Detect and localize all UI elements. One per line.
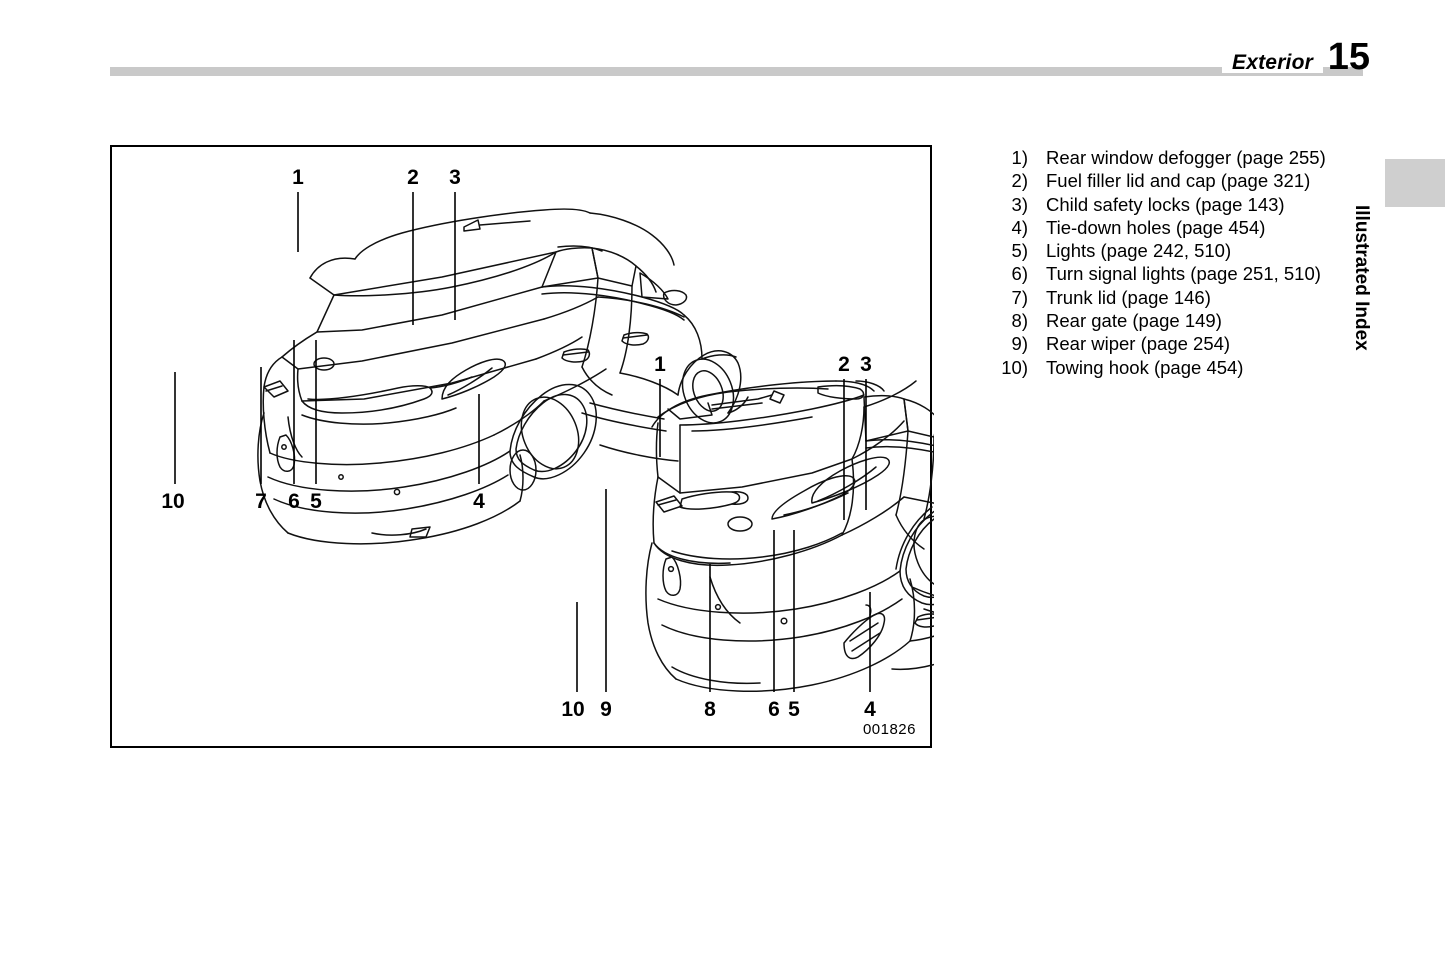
legend-item-label: Rear gate (page 149) — [1046, 310, 1222, 332]
legend-item-label: Lights (page 242, 510) — [1046, 240, 1232, 262]
page-header: Exterior 15 — [0, 0, 1445, 110]
callout-label-sedan-10: 10 — [161, 490, 184, 513]
callout-label-suv-8: 8 — [704, 698, 716, 721]
sedan-body — [257, 208, 749, 545]
legend-item: 10) Towing hook (page 454) — [982, 356, 1362, 379]
callout-label-suv-6: 6 — [768, 698, 780, 721]
legend-item-number: 3) — [1011, 193, 1028, 215]
legend-item-number: 6) — [1011, 263, 1028, 285]
callout-labels: 1 2 3 4 5 6 7 10 1 2 3 4 5 6 8 9 10 — [161, 166, 876, 721]
suv-body — [645, 380, 934, 692]
callout-label-sedan-4: 4 — [473, 490, 485, 513]
side-thumb-tab — [1385, 159, 1445, 207]
legend-item-label: Fuel filler lid and cap (page 321) — [1046, 170, 1311, 192]
legend-item-label: Tie-down holes (page 454) — [1046, 216, 1266, 238]
legend-item-label: Turn signal lights (page 251, 510) — [1046, 263, 1321, 285]
legend-item: 5) Lights (page 242, 510) — [982, 239, 1362, 262]
page-number: 15 — [1327, 36, 1370, 78]
figure-id: 001826 — [862, 721, 916, 738]
vehicle-illustration: 1 2 3 4 5 6 7 10 1 2 3 4 5 6 8 9 10 — [161, 166, 934, 721]
legend-item: 7) Trunk lid (page 146) — [982, 286, 1362, 309]
legend-item-number: 9) — [1011, 333, 1028, 355]
legend-item: 4) Tie-down holes (page 454) — [982, 216, 1362, 239]
callout-label-suv-4: 4 — [864, 698, 876, 721]
legend-item-number: 10) — [1001, 356, 1028, 378]
legend-item-number: 7) — [1011, 286, 1028, 308]
callout-label-suv-5: 5 — [788, 698, 800, 721]
header-rule — [110, 67, 1363, 76]
legend-item: 6) Turn signal lights (page 251, 510) — [982, 262, 1362, 285]
legend-item-number: 5) — [1011, 240, 1028, 262]
callout-label-sedan-7: 7 — [255, 490, 267, 513]
callout-label-suv-9: 9 — [600, 698, 612, 721]
legend-item-label: Trunk lid (page 146) — [1046, 286, 1211, 308]
legend-item: 8) Rear gate (page 149) — [982, 309, 1362, 332]
page-section-title: Exterior — [1222, 52, 1323, 73]
legend-item: 9) Rear wiper (page 254) — [982, 332, 1362, 355]
callout-label-suv-2: 2 — [838, 353, 850, 376]
callout-layer — [174, 192, 871, 692]
legend-item-number: 8) — [1011, 310, 1028, 332]
legend-item-number: 1) — [1011, 147, 1028, 168]
legend-item: 2) Fuel filler lid and cap (page 321) — [982, 169, 1362, 192]
callout-label-suv-10: 10 — [561, 698, 584, 721]
legend-list: 1) Rear window defogger (page 255) 2) Fu… — [982, 146, 1362, 379]
legend-item-label: Child safety locks (page 143) — [1046, 193, 1285, 215]
callout-label-sedan-3: 3 — [449, 166, 461, 189]
callout-label-sedan-1: 1 — [292, 166, 304, 189]
illustration-frame: 1 2 3 4 5 6 7 10 1 2 3 4 5 6 8 9 10 0018… — [110, 145, 934, 748]
legend-item: 3) Child safety locks (page 143) — [982, 193, 1362, 216]
callout-label-sedan-5: 5 — [310, 490, 322, 513]
callout-label-sedan-6: 6 — [288, 490, 300, 513]
legend-item-number: 4) — [1011, 216, 1028, 238]
callout-label-sedan-2: 2 — [407, 166, 419, 189]
legend-item-label: Rear wiper (page 254) — [1046, 333, 1231, 355]
legend-item-label: Towing hook (page 454) — [1046, 356, 1244, 378]
legend-item: 1) Rear window defogger (page 255) — [982, 146, 1362, 169]
callout-label-suv-1: 1 — [654, 353, 666, 376]
legend-item-label: Rear window defogger (page 255) — [1046, 147, 1326, 168]
legend-item-number: 2) — [1011, 170, 1028, 192]
callout-label-suv-3: 3 — [860, 353, 872, 376]
